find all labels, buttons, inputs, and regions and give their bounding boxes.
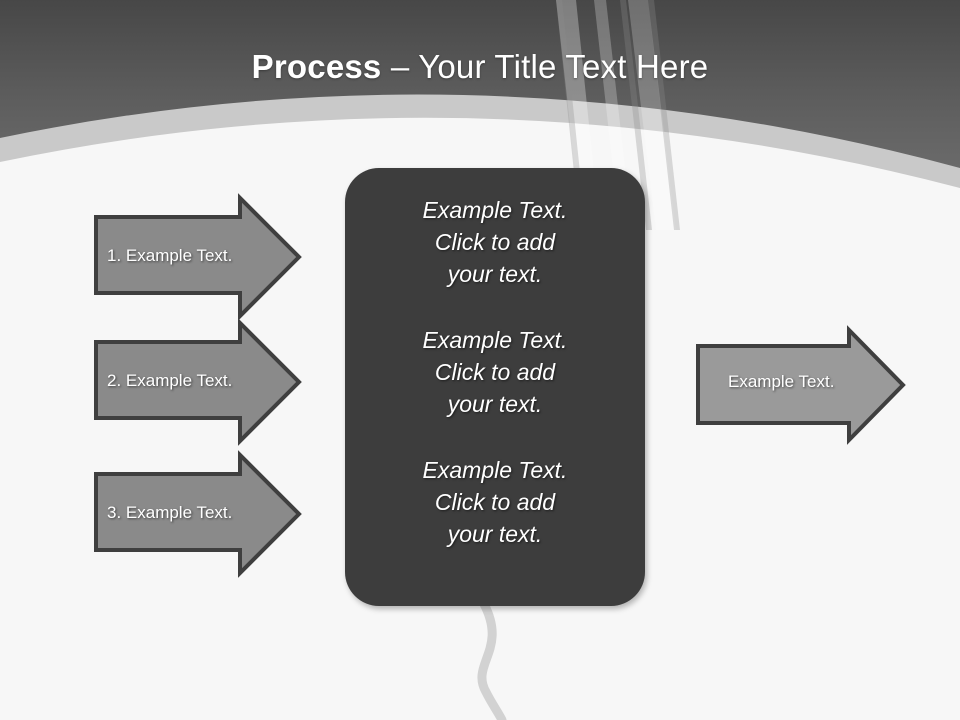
panel-text-block-2: Example Text. Click to add your text. [422,327,568,417]
output-arrow-label: Example Text. [728,372,835,391]
process-panel[interactable]: Example Text. Click to add your text. Ex… [345,168,645,606]
input-arrow-3-label: 3. Example Text. [107,503,233,522]
arrow-right-icon [94,318,302,446]
arrow-right-icon [94,450,302,578]
title-strong: Process [251,48,382,85]
input-arrow-1[interactable]: 1. Example Text. [90,192,305,322]
panel-text-block-1: Example Text. Click to add your text. [422,197,568,287]
page-title: Process – Your Title Text Here [0,46,960,88]
input-arrow-1-label: 1. Example Text. [107,246,233,265]
arrow-right-icon [696,325,906,445]
title-rest: Your Title Text Here [418,48,709,85]
title-dash: – [381,48,419,85]
input-arrow-2-label: 2. Example Text. [107,371,233,390]
arrow-right-icon [94,193,302,321]
output-arrow[interactable]: Example Text. [692,324,907,446]
input-arrow-2[interactable]: 2. Example Text. [90,317,305,447]
panel-text-block-3: Example Text. Click to add your text. [422,457,568,547]
input-arrow-3[interactable]: 3. Example Text. [90,449,305,579]
